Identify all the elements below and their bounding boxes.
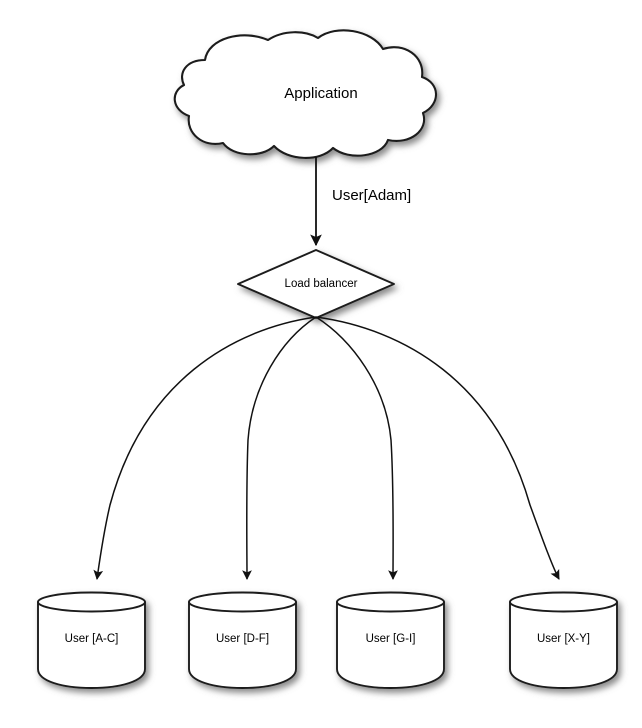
cylinder-node-shard-4[interactable] <box>509 591 618 689</box>
cloud-node-application[interactable] <box>173 29 438 159</box>
diamond-node-load-balancer[interactable] <box>237 249 395 319</box>
edge-load-balancer-to-shard-2 <box>242 316 317 580</box>
cylinder-node-shard-1[interactable] <box>37 591 146 689</box>
edge-load-balancer-to-shard-1 <box>93 316 317 580</box>
cylinder-node-shard-2[interactable] <box>188 591 297 689</box>
edge-load-balancer-to-shard-3 <box>315 316 398 580</box>
cylinder-node-shard-3[interactable] <box>336 591 445 689</box>
edge-load-balancer-to-shard-4 <box>315 316 560 580</box>
